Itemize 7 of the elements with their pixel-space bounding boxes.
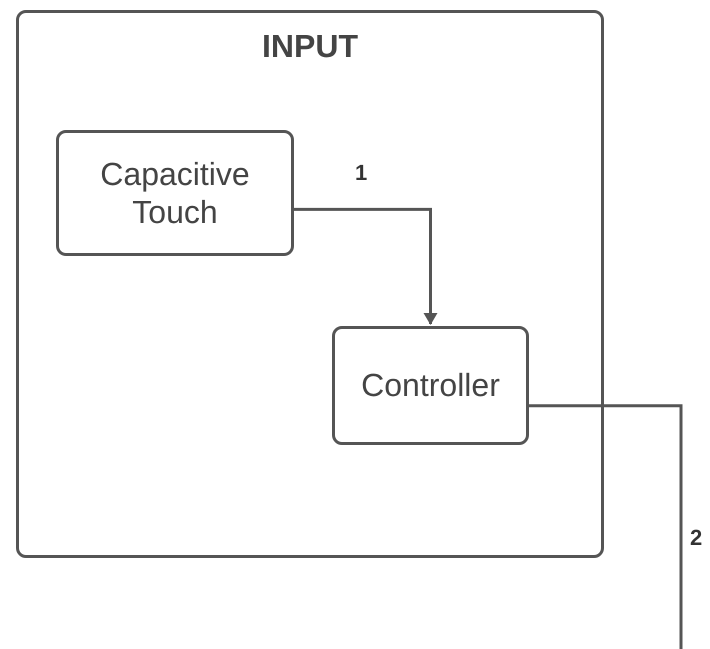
connector-arrow <box>294 208 438 325</box>
group-title: INPUT <box>261 27 359 66</box>
group-container <box>16 10 604 558</box>
process-box <box>332 326 529 445</box>
process-box <box>56 130 294 256</box>
box-label: Capacitive Touch <box>99 154 251 232</box>
box-label: Controller <box>360 366 501 405</box>
